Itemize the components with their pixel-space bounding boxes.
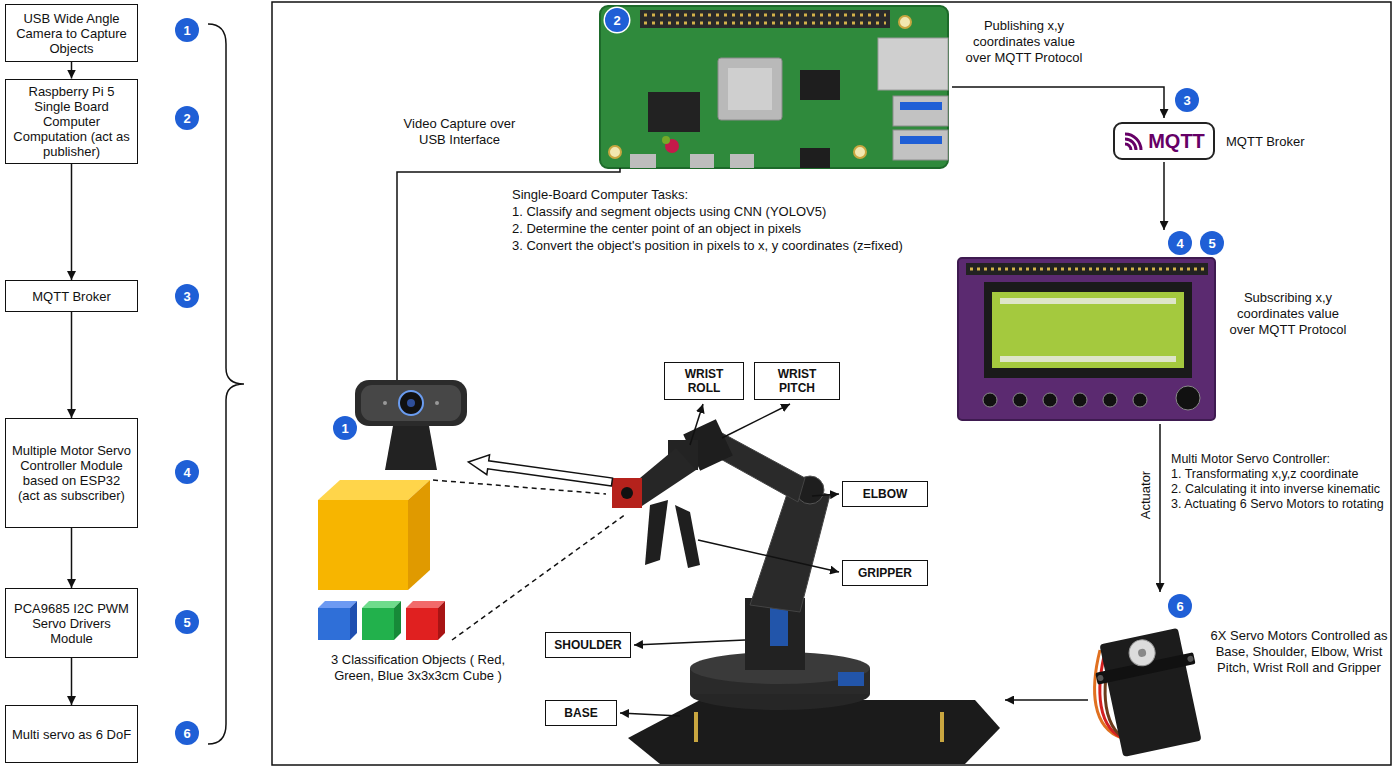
flow-arrow xyxy=(71,528,73,588)
callout-number: 1 xyxy=(175,18,199,42)
callout-number: 3 xyxy=(175,284,199,308)
process-box: PCA9685 I2C PWM Servo Drivers Module xyxy=(5,588,138,658)
box-text: WRIST ROLL xyxy=(685,367,724,395)
task-item: 2. Determine the center point of an obje… xyxy=(512,220,903,237)
box-text: MQTT xyxy=(1148,129,1205,153)
task-list: Multi Motor Servo Controller:1. Transfor… xyxy=(1171,452,1389,512)
callout-number: 1 xyxy=(333,416,357,440)
task-item: Multi Motor Servo Controller: xyxy=(1171,452,1389,467)
broker-logo-box: MQTT xyxy=(1113,122,1215,160)
callout-number: 2 xyxy=(605,8,629,32)
part-label: SHOULDER xyxy=(545,632,631,658)
process-box: Raspberry Pi 5 Single Board Computer Com… xyxy=(5,79,138,164)
flow-note: Video Capture over USB Interface xyxy=(392,116,527,148)
callout-number: 2 xyxy=(175,106,199,130)
part-label: ELBOW xyxy=(842,481,928,507)
callout-number: 5 xyxy=(175,610,199,634)
part-label: BASE xyxy=(545,700,617,726)
task-list: Single-Board Computer Tasks:1. Classify … xyxy=(512,186,903,254)
flow-note: 6X Servo Motors Controlled as Base, Shou… xyxy=(1210,628,1388,676)
task-item: 1. Classify and segment objects using CN… xyxy=(512,203,903,220)
flow-arrow xyxy=(71,164,73,281)
box-text: PCA9685 I2C PWM Servo Drivers Module xyxy=(11,601,132,646)
box-text: WRIST PITCH xyxy=(778,367,817,395)
task-item: 2. Calculating it into inverse kinematic xyxy=(1171,482,1389,497)
box-text: GRIPPER xyxy=(858,566,912,580)
box-text: Multi servo as 6 DoF xyxy=(12,727,131,742)
mqtt-icon xyxy=(1123,130,1145,152)
box-text: Multiple Motor Servo Controller Module b… xyxy=(11,443,132,503)
object-note: 3 Classification Objects ( Red, Green, B… xyxy=(318,652,518,684)
box-text: Raspberry Pi 5 Single Board Computer Com… xyxy=(11,84,132,159)
callout-number: 3 xyxy=(1175,88,1199,112)
flow-note: Subscribing x,y coordinates value over M… xyxy=(1228,290,1348,338)
process-box: Multi servo as 6 DoF xyxy=(5,705,138,763)
flow-arrow xyxy=(71,62,73,79)
callout-number: 4 xyxy=(175,460,199,484)
task-item: 1. Transformating x,y,z coordinate xyxy=(1171,467,1389,482)
task-item: Single-Board Computer Tasks: xyxy=(512,186,903,203)
arrow-label: Actuator xyxy=(1138,471,1154,519)
flow-note: Publishing x,y coordinates value over MQ… xyxy=(962,18,1086,66)
process-box: MQTT Broker xyxy=(5,280,138,312)
box-text: MQTT Broker xyxy=(32,289,111,304)
callout-number: 5 xyxy=(1200,231,1224,255)
part-label: GRIPPER xyxy=(842,560,928,586)
callout-number: 6 xyxy=(1168,594,1192,618)
box-text: ELBOW xyxy=(863,487,908,501)
process-box: USB Wide Angle Camera to Capture Objects xyxy=(5,4,138,62)
flow-arrow xyxy=(71,312,73,418)
process-box: Multiple Motor Servo Controller Module b… xyxy=(5,418,138,528)
flow-arrow xyxy=(71,658,73,705)
box-text: USB Wide Angle Camera to Capture Objects xyxy=(11,11,132,56)
callout-number: 6 xyxy=(175,721,199,745)
task-item: 3. Actuating 6 Servo Motors to rotating xyxy=(1171,497,1389,512)
callout-number: 4 xyxy=(1168,231,1192,255)
task-item: 3. Convert the object's position in pixe… xyxy=(512,237,903,254)
flow-note: MQTT Broker xyxy=(1226,134,1305,150)
box-text: SHOULDER xyxy=(554,638,621,652)
part-label: WRIST ROLL xyxy=(664,362,744,400)
part-label: WRIST PITCH xyxy=(754,362,840,400)
box-text: BASE xyxy=(564,706,597,720)
